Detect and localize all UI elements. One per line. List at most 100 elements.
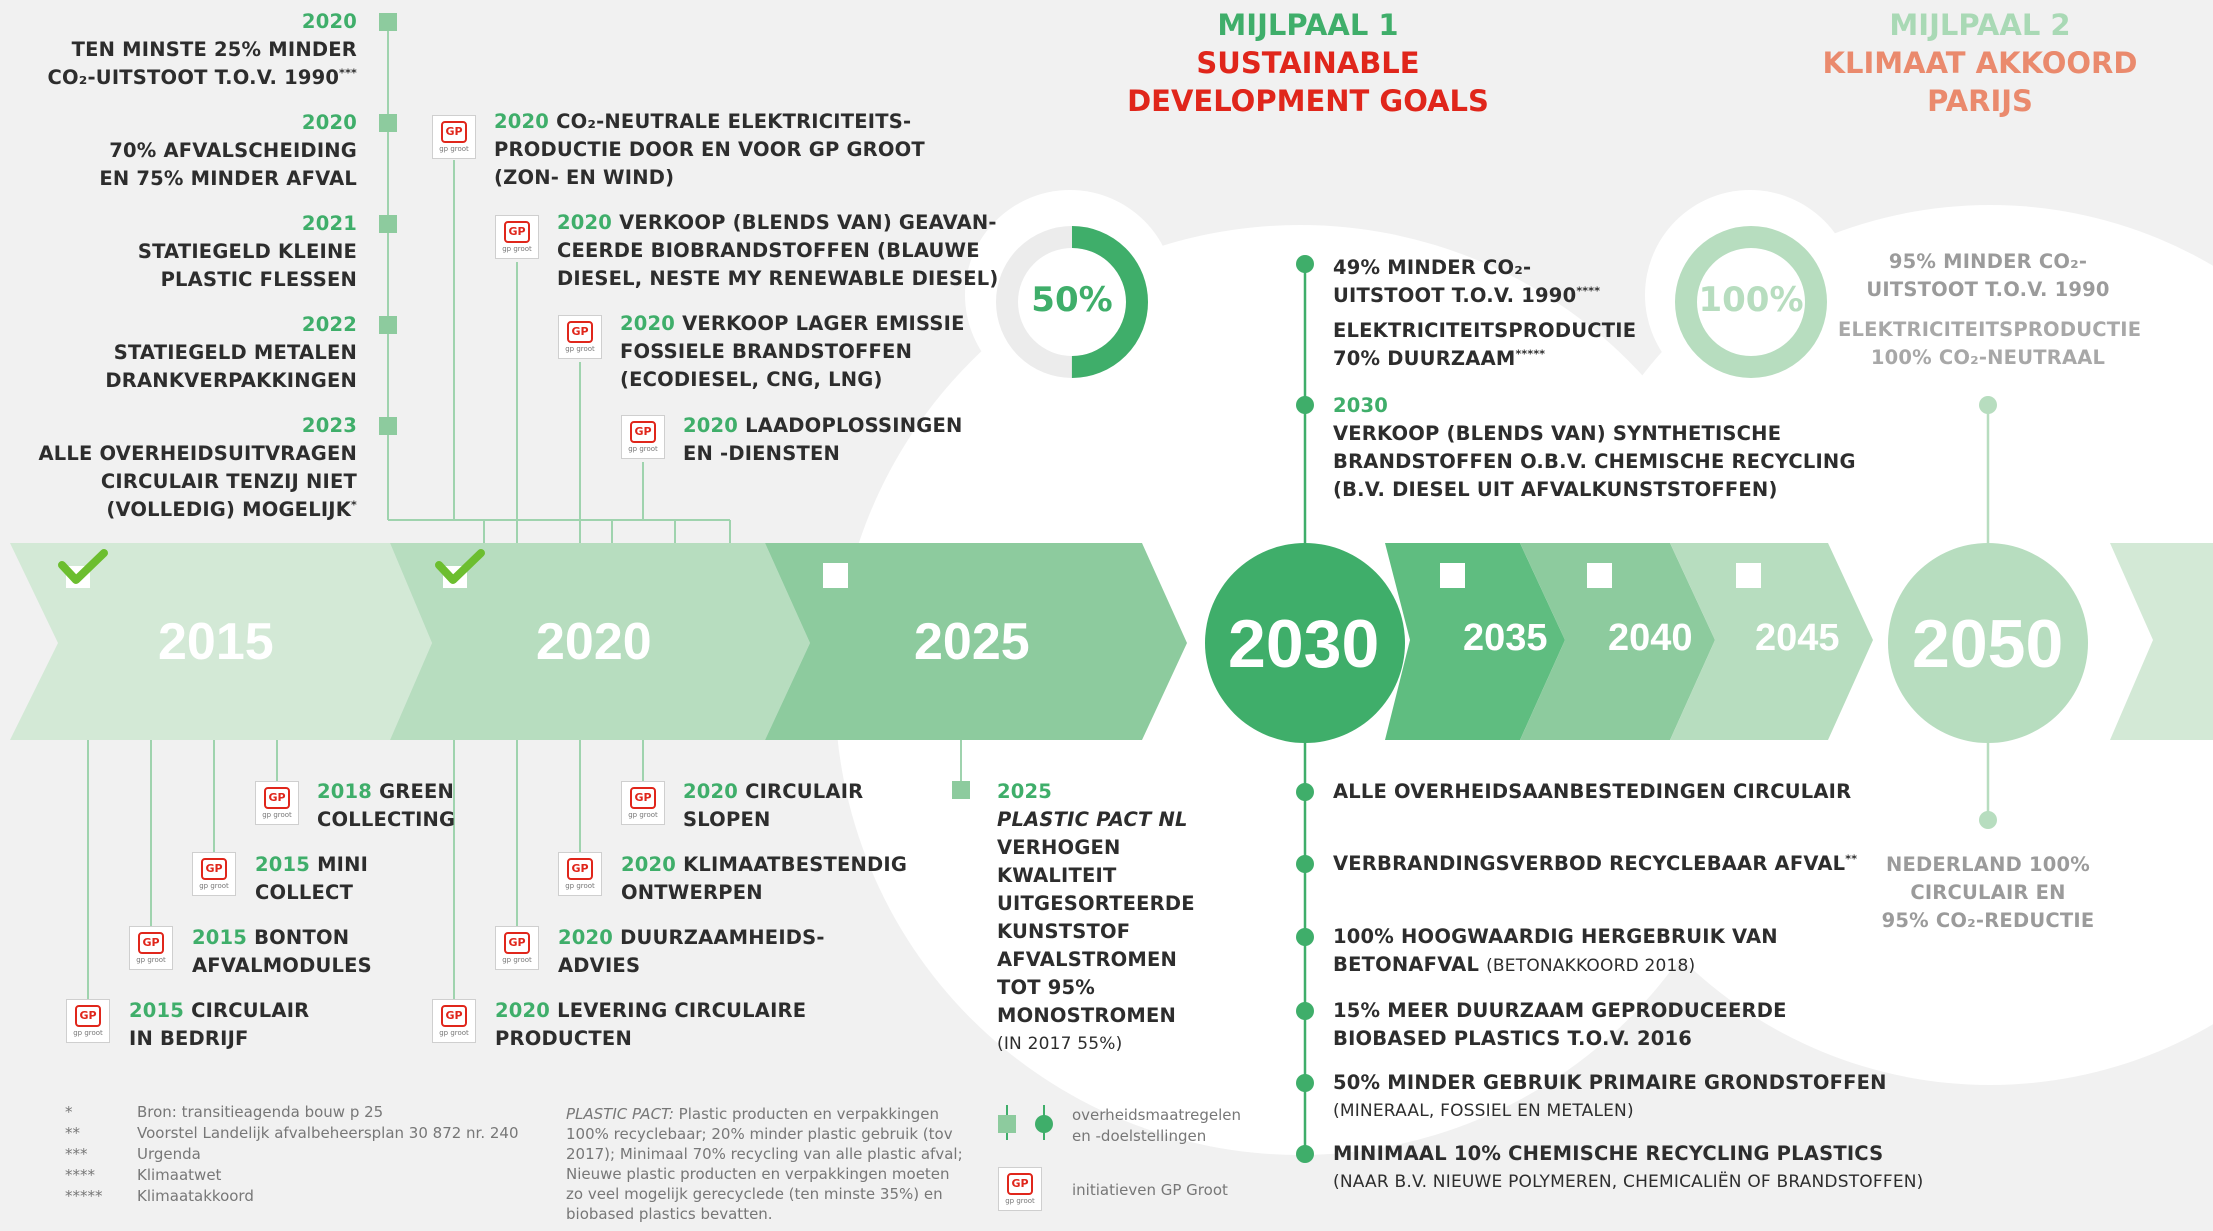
- year-2020: 2020: [536, 613, 652, 671]
- item-year: 2020: [301, 111, 357, 134]
- footnotes: *Bron: transitieagenda bouw p 25 **Voors…: [65, 1103, 519, 1205]
- bottom-2020-item-2: 2020 KLIMAATBESTENDIG ONTWERPEN: [621, 853, 908, 904]
- milestone-1-line2: DEVELOPMENT GOALS: [1127, 84, 1489, 118]
- 2050-dots: [1979, 396, 1997, 829]
- bottom-2020-item-3: 2020 DUURZAAMHEIDS- ADVIES: [558, 926, 825, 977]
- year-2045: 2045: [1755, 617, 1840, 659]
- top-left-item-4: 2022 STATIEGELD METALEN DRANKVERPAKKINGE…: [105, 311, 357, 395]
- milestone-2-line2: PARIJS: [1927, 84, 2033, 118]
- item-line: STATIEGELD METALEN: [113, 341, 357, 364]
- plastic-pact-note: PLASTIC PACT: Plastic producten en verpa…: [566, 1105, 963, 1223]
- progress-ring-50: [996, 226, 1148, 378]
- item-year: 2020: [301, 10, 357, 33]
- arrow-2045: [1670, 543, 1873, 740]
- item-line: 70% AFVALSCHEIDING: [109, 139, 357, 162]
- bottom-2015-item-3: 2015 BONTON AFVALMODULES: [192, 926, 372, 977]
- item-line: PLASTIC FLESSEN: [160, 268, 357, 291]
- milestone-1-line1: SUSTAINABLE: [1196, 46, 1420, 80]
- item-line: TEN MINSTE 25% MINDER: [71, 38, 357, 61]
- arrow-2025: [765, 543, 1187, 740]
- bottom-2015-item-2: 2015 MINI COLLECT: [255, 853, 369, 904]
- circle-2050: [1888, 543, 2088, 743]
- legend-symbols: [998, 1105, 1053, 1140]
- top-2030-item-c: 2030 VERKOOP (BLENDS VAN) SYNTHETISCHE B…: [1333, 394, 1856, 501]
- top-left-item-2: 2020 70% AFVALSCHEIDING EN 75% MINDER AF…: [99, 109, 357, 193]
- bottom-2015-item-4: 2015 CIRCULAIR IN BEDRIJF: [129, 999, 310, 1050]
- year-2015: 2015: [158, 613, 274, 671]
- arrow-2020: [390, 543, 810, 740]
- top-2030-item-b: ELEKTRICITEITSPRODUCTIE 70% DUURZAAM****…: [1333, 319, 1637, 370]
- bottom-2030-item-3: 100% HOOGWAARDIG HERGEBRUIK VAN BETONAFV…: [1333, 925, 1778, 976]
- milestone-1-label: MIJLPAAL 1: [1217, 8, 1399, 42]
- year-2050: 2050: [1912, 606, 2064, 682]
- top-2050-item-a: 95% MINDER CO₂- UITSTOOT T.O.V. 1990: [1866, 250, 2110, 301]
- open-boxes: [823, 563, 1761, 588]
- top-left-squares: [379, 13, 397, 435]
- item-line: EN 75% MINDER AFVAL: [99, 167, 357, 190]
- top-left-item-1: 2020 TEN MINSTE 25% MINDER CO₂-UITSTOOT …: [47, 8, 357, 92]
- top-left-item-5: 2023 ALLE OVERHEIDSUITVRAGEN CIRCULAIR T…: [39, 412, 358, 524]
- check-2015: [58, 549, 108, 588]
- footnote-mark: *: [351, 498, 357, 512]
- bottom-2030-item-2: VERBRANDINGSVERBOD RECYCLEBAAR AFVAL**: [1333, 852, 1858, 875]
- item-line: DRANKVERPAKKINGEN: [105, 369, 357, 392]
- top-gp-item-3: 2020 VERKOOP LAGER EMISSIE FOSSIELE BRAN…: [620, 312, 965, 391]
- legend-gp: initiatieven GP Groot: [1072, 1181, 1228, 1199]
- top-gp-item-2: 2020 VERKOOP (BLENDS VAN) GEAVAN- CEERDE…: [557, 211, 999, 290]
- year-2040: 2040: [1608, 617, 1693, 659]
- item-year: 2023: [301, 414, 357, 437]
- top-connectors: [387, 22, 731, 545]
- bottom-2020-item-1: 2020 CIRCULAIR SLOPEN: [683, 780, 864, 831]
- item-line: CIRCULAIR TENZIJ NIET: [100, 470, 357, 493]
- year-2030: 2030: [1228, 606, 1380, 682]
- top-2030-item-a: 49% MINDER CO₂- UITSTOOT T.O.V. 1990****: [1333, 256, 1601, 307]
- top-left-item-3: 2021 STATIEGELD KLEINE PLASTIC FLESSEN: [138, 210, 357, 294]
- milestone-1-percent: 50%: [1031, 280, 1113, 320]
- milestone-2-line1: KLIMAAT AKKOORD: [1822, 46, 2138, 80]
- top-gp-item-4: 2020 LAADOPLOSSINGEN EN -DIENSTEN: [683, 414, 963, 465]
- 2030-dots: [1296, 255, 1314, 1163]
- bottom-2020-item-4: 2020 LEVERING CIRCULAIRE PRODUCTEN: [495, 999, 807, 1050]
- legend-gov: overheidsmaatregelen en -doelstellingen: [1072, 1106, 1242, 1145]
- top-2050-item-b: ELEKTRICITEITSPRODUCTIE 100% CO₂-NEUTRAA…: [1838, 318, 2142, 369]
- item-line: ALLE OVERHEIDSUITVRAGEN: [38, 442, 357, 465]
- progress-ring-100: [1675, 226, 1827, 378]
- arrow-2035: [1385, 543, 1565, 740]
- bottom-2030-item-6: MINIMAAL 10% CHEMISCHE RECYCLING PLASTIC…: [1333, 1142, 1924, 1192]
- bottom-2030-item-5: 50% MINDER GEBRUIK PRIMAIRE GRONDSTOFFEN…: [1333, 1071, 1887, 1121]
- year-2025: 2025: [914, 613, 1030, 671]
- bottom-2030-item-4: 15% MEER DUURZAAM GEPRODUCEERDE BIOBASED…: [1333, 999, 1787, 1050]
- bottom-2025-item: 2025 PLASTIC PACT NL VERHOGEN KWALITEIT …: [997, 780, 1195, 1054]
- year-2035: 2035: [1463, 617, 1548, 659]
- item-year: 2022: [301, 313, 357, 336]
- bottom-2015-item-1: 2018 GREEN COLLECTING: [317, 780, 456, 831]
- arrow-tail: [2110, 543, 2213, 740]
- circle-2030: [1205, 543, 1405, 743]
- check-2020: [435, 549, 485, 588]
- item-year: 2021: [301, 212, 357, 235]
- bottom-2050-item: NEDERLAND 100% CIRCULAIR EN 95% CO₂-REDU…: [1881, 853, 2095, 932]
- item-line: CO₂-UITSTOOT T.O.V. 1990: [47, 66, 340, 89]
- milestone-2-percent: 100%: [1698, 280, 1804, 320]
- top-gp-item-1: 2020 CO₂-NEUTRALE ELEKTRICITEITS- PRODUC…: [494, 110, 925, 189]
- item-line: (VOLLEDIG) MOGELIJK: [106, 498, 352, 521]
- bottom-connectors: [87, 740, 962, 1000]
- milestone-2-label: MIJLPAAL 2: [1889, 8, 2071, 42]
- arrow-2040: [1520, 543, 1715, 740]
- 2050-halo: [1550, 205, 2213, 1085]
- item-line: STATIEGELD KLEINE: [137, 240, 357, 263]
